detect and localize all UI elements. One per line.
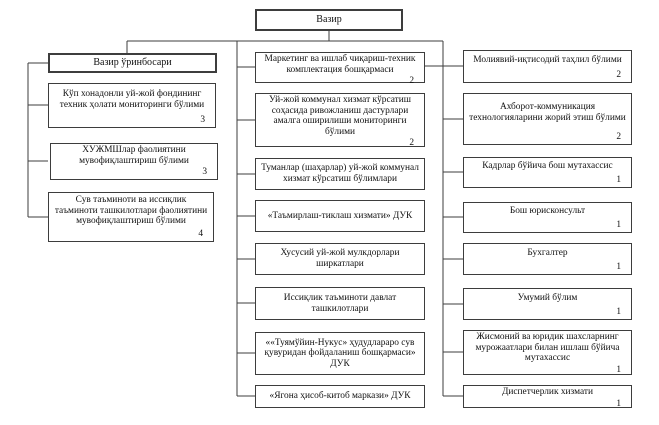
org-box-label: Кадрлар бўйича бош мутахассис	[482, 161, 613, 172]
org-box-right-5: Бухгалтер 1	[463, 243, 632, 275]
org-box-label: Бош юрисконсульт	[509, 206, 586, 217]
org-box-right-1: Молиявий-иқтисодий таҳлил бўлими 2	[463, 50, 632, 83]
org-box-label: «Таъмирлаш-тиклаш хизмати» ДУК	[267, 210, 413, 221]
org-box-label: Хусусий уй-жой мулкдорлари ширкатлари	[280, 248, 400, 269]
org-box-count: 1	[616, 262, 621, 272]
org-box-middle-8: «Ягона ҳисоб-китоб маркази» ДУК	[255, 385, 425, 408]
org-box-count: 3	[202, 167, 207, 178]
org-box-label: Вазир ўринбосари	[93, 57, 172, 69]
org-box-label: ««Туямўйин-Нукус» ҳудудлараро сув қувури…	[264, 337, 416, 369]
org-box-middle-6: Иссиқлик таъминоти давлат ташкилотлари	[255, 287, 425, 320]
org-box-right-4: Бош юрисконсульт 1	[463, 202, 632, 233]
org-box-label: Жисмоний ва юридик шахсларнинг мурожаатл…	[475, 332, 620, 364]
org-box-count: 2	[409, 76, 414, 87]
org-box-label: Маркетинг ва ишлаб чиқариш-техник компле…	[264, 54, 416, 75]
org-box-label: Сув таъминоти ва иссиқлик таъминоти ташк…	[54, 195, 208, 227]
org-box-minister: Вазир	[255, 9, 403, 31]
org-box-count: 2	[616, 70, 621, 80]
org-box-label: ХУЖМШлар фаолиятини мувофиқлаштириш бўли…	[79, 145, 189, 166]
org-box-label: Иссиқлик таъминоти давлат ташкилотлари	[283, 292, 397, 314]
org-box-count: 4	[198, 229, 203, 239]
org-box-count: 1	[616, 175, 621, 185]
org-box-label: Умумий бўлим	[517, 292, 578, 303]
org-box-left-2: ХУЖМШлар фаолиятини мувофиқлаштириш бўли…	[50, 143, 218, 180]
org-box-count: 1	[616, 307, 621, 317]
org-box-label: Вазир	[316, 14, 342, 26]
org-box-label: Кўп хонадонли уй-жой фондининг техник ҳо…	[59, 88, 205, 110]
org-box-count: 1	[616, 220, 621, 230]
org-box-right-2: Ахборот-коммуникация технологияларини жо…	[463, 93, 632, 145]
org-box-right-7: Жисмоний ва юридик шахсларнинг мурожаатл…	[463, 330, 632, 375]
org-box-count: 2	[409, 138, 414, 149]
org-box-count: 1	[616, 398, 621, 409]
org-box-count: 2	[616, 132, 621, 142]
org-box-middle-7: ««Туямўйин-Нукус» ҳудудлараро сув қувури…	[255, 332, 425, 375]
org-box-middle-2: Уй-жой коммунал хизмат кўрсатиш соҳасида…	[255, 93, 425, 149]
org-box-label: «Ягона ҳисоб-китоб маркази» ДУК	[269, 391, 411, 402]
org-box-deputy-minister: Вазир ўринбосари	[48, 53, 217, 73]
org-box-middle-3: Туманлар (шаҳарлар) уй-жой коммунал хизм…	[255, 158, 425, 190]
org-box-middle-4: «Таъмирлаш-тиклаш хизмати» ДУК	[255, 200, 425, 232]
org-box-right-3: Кадрлар бўйича бош мутахассис 1	[463, 157, 632, 188]
org-box-left-1: Кўп хонадонли уй-жой фондининг техник ҳо…	[48, 83, 216, 128]
org-box-left-3: Сув таъминоти ва иссиқлик таъминоти ташк…	[48, 192, 214, 242]
org-box-label: Туманлар (шаҳарлар) уй-жой коммунал хизм…	[261, 163, 419, 184]
org-box-label: Молиявий-иқтисодий таҳлил бўлими	[473, 55, 622, 66]
org-box-label: Уй-жой коммунал хизмат кўрсатиш соҳасида…	[269, 95, 411, 137]
org-box-label: Диспетчерлик хизмати	[501, 387, 594, 397]
org-box-right-6: Умумий бўлим 1	[463, 288, 632, 320]
org-box-middle-1: Маркетинг ва ишлаб чиқариш-техник компле…	[255, 52, 425, 86]
org-box-count: 1	[616, 364, 621, 375]
org-box-label: Бухгалтер	[527, 247, 568, 258]
org-box-count: 3	[200, 115, 205, 125]
org-box-label: Ахборот-коммуникация технологияларини жо…	[469, 102, 626, 123]
org-box-right-8: Диспетчерлик хизмати 1	[463, 385, 632, 409]
org-box-middle-5: Хусусий уй-жой мулкдорлари ширкатлари	[255, 243, 425, 275]
